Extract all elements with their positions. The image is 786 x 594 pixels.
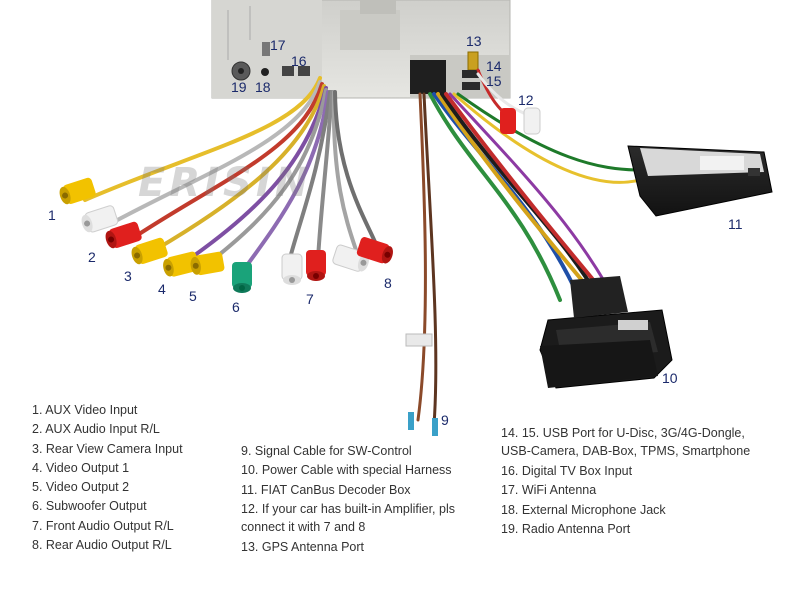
callout-13: 13 <box>466 33 482 49</box>
callout-4: 4 <box>158 281 166 297</box>
rca-amplifier-pair <box>500 107 541 135</box>
legend-item-3: 3. Rear View Camera Input <box>32 441 183 456</box>
legend-item-16: 16. Digital TV Box Input <box>501 464 633 478</box>
sw-control-cable-ends <box>405 333 438 436</box>
usb-port-1[interactable] <box>462 70 480 78</box>
callout-12: 12 <box>518 92 534 108</box>
callout-7: 7 <box>306 291 314 307</box>
gps-antenna-port[interactable] <box>467 51 479 71</box>
callout-14: 14 <box>486 58 502 74</box>
legend-column-1: 1. AUX Video Input 2. AUX Audio Input R/… <box>32 401 183 555</box>
callout-17: 17 <box>270 37 286 53</box>
legend-item-4: 4. Video Output 1 <box>32 460 130 475</box>
legend-item-7: 7. Front Audio Output R/L <box>32 518 174 533</box>
legend-item-17: 17. WiFi Antenna <box>501 483 597 498</box>
center-wire-bundle <box>416 68 642 427</box>
head-unit-ports <box>231 42 480 94</box>
rca-aux-video <box>59 177 96 205</box>
legend-item-2: 2. AUX Audio Input R/L <box>32 422 160 437</box>
left-wire-bundle <box>83 76 382 270</box>
callout-16: 16 <box>291 53 307 69</box>
callout-2: 2 <box>88 249 96 265</box>
legend-item-11: 11. FIAT CanBus Decoder Box <box>241 482 411 497</box>
callout-8: 8 <box>384 275 392 291</box>
legend-item-1: 1. AUX Video Input <box>32 403 138 417</box>
legend-column-3: 14. 15. USB Port for U-Disc, 3G/4G-Dongl… <box>501 424 781 539</box>
legend-item-10: 10. Power Cable with special Harness <box>241 463 452 478</box>
callout-10: 10 <box>662 370 678 386</box>
main-harness-socket <box>410 60 446 94</box>
legend-item-8: 8. Rear Audio Output R/L <box>32 538 172 553</box>
legend-item-14-15: 14. 15. USB Port for U-Disc, 3G/4G-Dongl… <box>501 426 751 458</box>
callout-11: 11 <box>728 216 743 232</box>
legend-item-6: 6. Subwoofer Output <box>32 499 147 514</box>
callout-5: 5 <box>189 288 197 304</box>
rca-connectors <box>59 107 541 293</box>
callout-18: 18 <box>255 79 271 95</box>
callout-15: 15 <box>486 73 502 89</box>
callout-9: 9 <box>441 412 449 428</box>
legend-item-19: 19. Radio Antenna Port <box>501 521 631 536</box>
callout-3: 3 <box>124 268 132 284</box>
microphone-jack[interactable] <box>261 68 269 76</box>
legend-item-18: 18. External Microphone Jack <box>501 502 666 517</box>
legend-item-9: 9. Signal Cable for SW-Control <box>241 444 412 458</box>
callout-6: 6 <box>232 299 240 315</box>
legend-item-12: 12. If your car has built-in Amplifier, … <box>241 501 455 534</box>
legend-column-2: 9. Signal Cable for SW-Control 10. Power… <box>241 442 481 557</box>
power-harness-connectors <box>539 276 673 389</box>
usb-port-2[interactable] <box>462 82 480 90</box>
digital-tv-box-input[interactable] <box>282 66 294 76</box>
legend-item-13: 13. GPS Antenna Port <box>241 539 364 554</box>
callout-1: 1 <box>48 207 56 223</box>
callout-19: 19 <box>231 79 247 95</box>
legend-item-5: 5. Video Output 2 <box>32 480 130 495</box>
canbus-decoder-box <box>627 145 773 217</box>
wifi-antenna-port[interactable] <box>262 42 270 56</box>
brand-watermark: ERISIN <box>138 160 313 206</box>
